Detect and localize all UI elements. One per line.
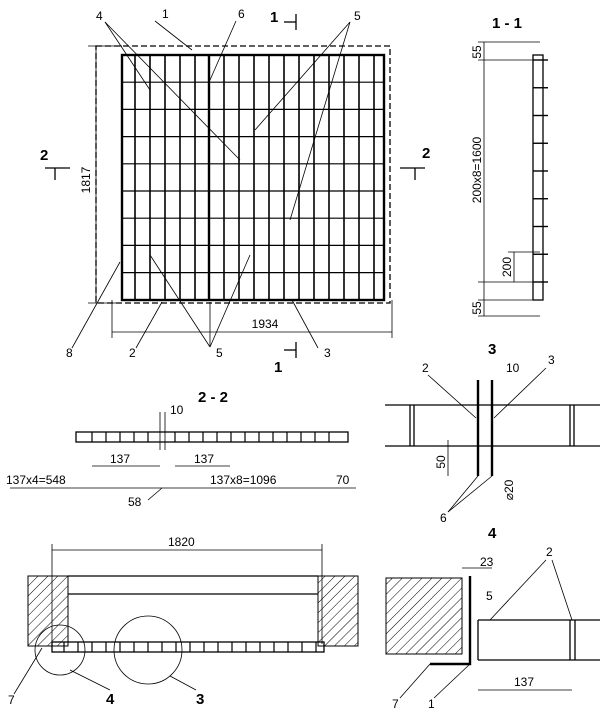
s22-dim-pitch-right: 137 <box>194 452 214 466</box>
wall-left <box>27 575 69 647</box>
bs-dim-span: 1820 <box>168 535 195 549</box>
label-5-bottom: 5 <box>216 346 223 360</box>
plan-outer-frame <box>95 45 391 304</box>
detail-3: 3 2 3 10 50 ⌀20 6 <box>385 341 600 525</box>
leader-8 <box>71 261 121 349</box>
leader-5b <box>289 21 351 221</box>
section-1-1-body <box>532 54 544 301</box>
d3-leader-3 <box>493 367 547 419</box>
cut-mark-1-top: 1 <box>270 9 278 26</box>
d3-dim-gap: 10 <box>506 361 520 375</box>
d3-label-2: 2 <box>422 361 429 375</box>
leader-6 <box>209 20 237 81</box>
bs-grate <box>51 641 325 653</box>
s22-dim-gap: 10 <box>170 403 184 417</box>
detail-circle-3 <box>113 615 183 685</box>
s22-dim-end: 70 <box>336 473 350 487</box>
d4-label-2: 2 <box>546 545 553 559</box>
s11-dim-main: 200x8=1600 <box>470 136 484 203</box>
section-1-1-ribs <box>533 59 548 283</box>
plan-grid <box>122 55 384 300</box>
d4-dim-c: 137 <box>514 675 534 689</box>
leader-5e <box>209 254 251 348</box>
d4-leader-2b <box>551 559 573 621</box>
section-1-1-title: 1 - 1 <box>492 15 522 32</box>
d4-dim-b: 5 <box>486 589 493 603</box>
section-2-2-body <box>75 431 349 443</box>
leader-5c <box>149 254 211 348</box>
s11-dim-pitch: 200 <box>500 257 514 277</box>
leader-2 <box>135 301 163 349</box>
section-2-2-title: 2 - 2 <box>198 389 228 406</box>
bs-callout-3: 3 <box>196 691 204 708</box>
leader-5a <box>254 21 351 131</box>
detail-3-title: 3 <box>488 341 496 358</box>
d4-label-1: 1 <box>428 697 435 711</box>
s22-dim-middle: 58 <box>128 495 142 509</box>
leader-4a <box>104 21 151 91</box>
bs-leader-3 <box>169 675 197 691</box>
d4-label-7: 7 <box>392 697 399 711</box>
d4-leader-7 <box>399 663 431 699</box>
leader-3 <box>291 299 319 349</box>
bs-callout-4: 4 <box>106 691 115 708</box>
leader-4b <box>104 21 241 161</box>
label-1: 1 <box>162 7 169 21</box>
label-3: 3 <box>324 346 331 360</box>
bs-leader-4 <box>69 669 111 691</box>
label-8: 8 <box>66 346 73 360</box>
label-2: 2 <box>129 346 136 360</box>
s11-dim-top: 55 <box>470 45 484 59</box>
bs-leader-7 <box>13 647 43 695</box>
wall-right <box>317 575 359 647</box>
section-2-2: 2 - 2 10 137 137 137x4=548 137x8=1096 70… <box>6 389 356 509</box>
cut-mark-1-bottom: 1 <box>274 359 282 376</box>
d3-dim-h: 50 <box>434 455 448 469</box>
section-2-2-ribs <box>91 432 330 442</box>
s22-middle-leader <box>147 487 163 501</box>
section-1-1: 1 - 1 55 200x8=1600 200 55 <box>470 15 548 317</box>
d4-wall <box>385 577 463 655</box>
d3-label-6: 6 <box>440 511 447 525</box>
plan-width-dimension: 1934 <box>252 317 279 331</box>
detail-4: 4 23 5 137 2 7 1 <box>385 525 600 711</box>
s11-dim-bottom: 55 <box>470 301 484 315</box>
d3-leader-6b <box>447 475 493 513</box>
label-5-top: 5 <box>354 9 361 23</box>
plan-frame <box>120 53 386 302</box>
cut-mark-2-right: 2 <box>422 145 430 162</box>
s22-dim-pitch-left: 137 <box>110 452 130 466</box>
bs-label-7: 7 <box>8 693 15 707</box>
cut-mark-2-left: 2 <box>40 147 48 164</box>
section-bottom: 1820 7 4 3 <box>8 535 359 708</box>
d4-leader-2a <box>489 559 547 621</box>
d3-label-3: 3 <box>548 353 555 367</box>
s22-dim-left-total: 137x4=548 <box>6 473 66 487</box>
section-bottom-ribs <box>63 642 317 652</box>
d4-leader-1 <box>433 663 471 699</box>
d3-dim-dia: ⌀20 <box>502 479 516 500</box>
d3-leader-2 <box>427 374 477 419</box>
d3-leader-6a <box>447 475 479 513</box>
detail-circle-4 <box>34 624 86 676</box>
leader-1 <box>154 20 193 51</box>
plan-view: 1817 1934 1 1 2 2 1 4 6 5 8 2 5 <box>40 7 430 376</box>
label-6: 6 <box>238 7 245 21</box>
s22-dim-right-total: 137x8=1096 <box>210 473 277 487</box>
label-4: 4 <box>96 9 103 23</box>
d4-dim-a: 23 <box>480 555 494 569</box>
plan-height-dimension: 1817 <box>79 166 93 193</box>
detail-4-title: 4 <box>488 525 497 542</box>
